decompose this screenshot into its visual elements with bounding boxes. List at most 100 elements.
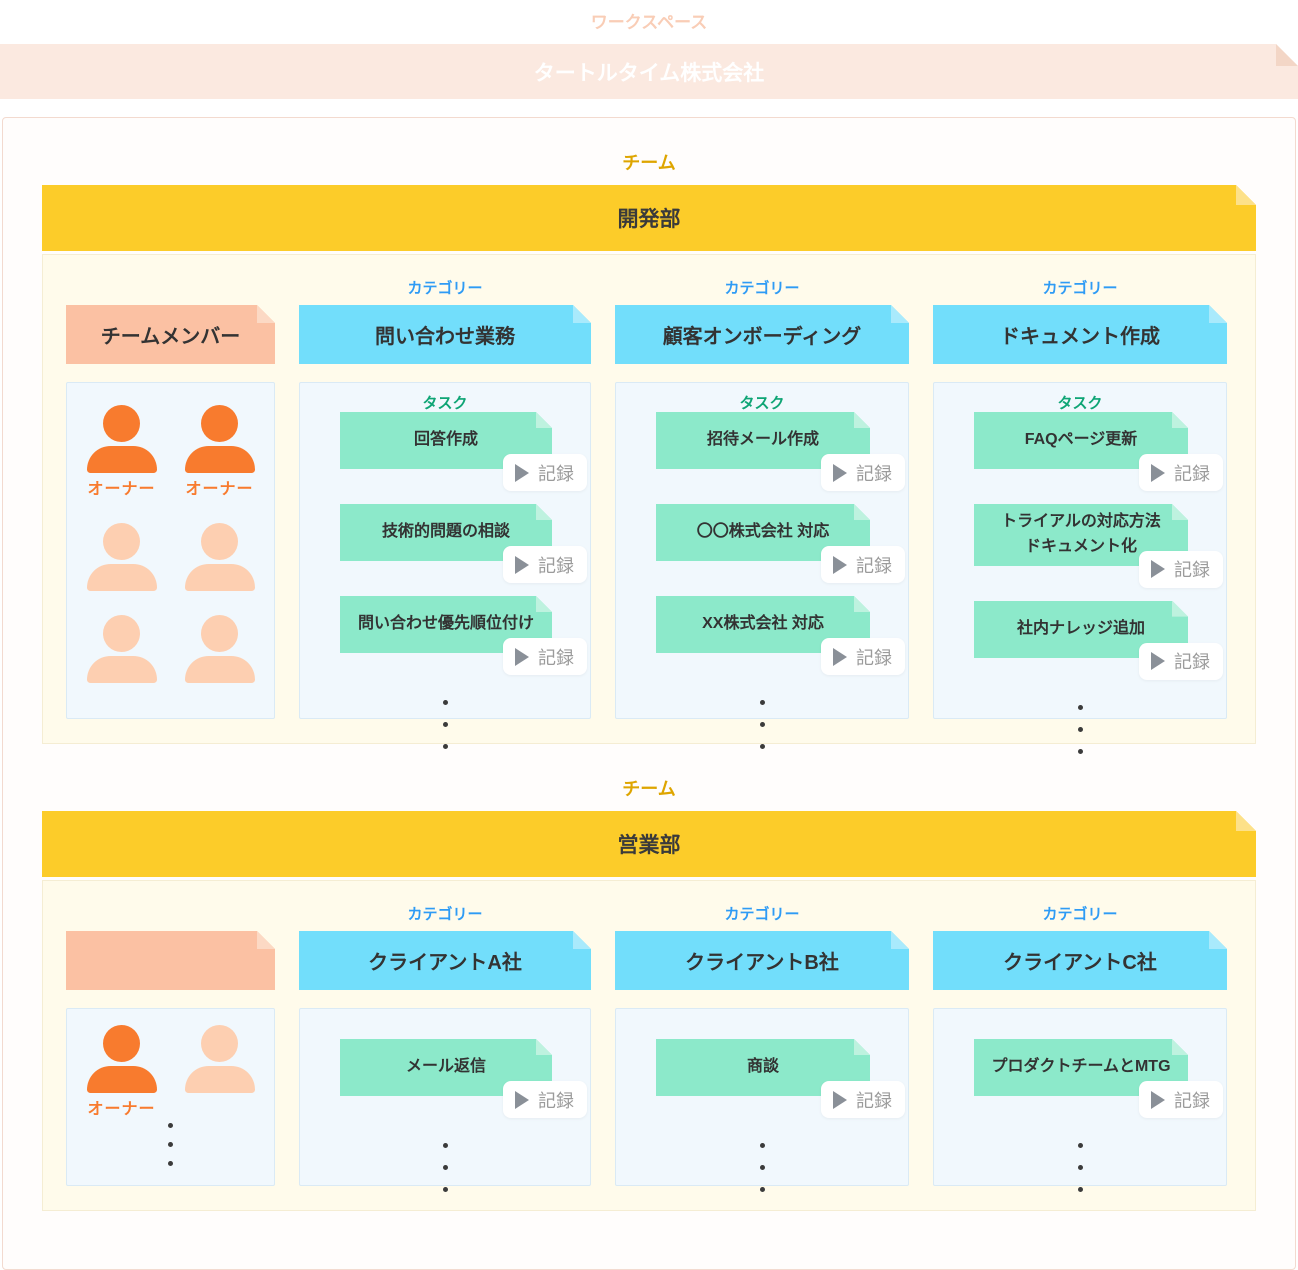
task-name: XX株式会社 対応 bbox=[702, 615, 824, 633]
record-label: 記録 bbox=[1174, 560, 1210, 581]
team-header-bar: 開発部 bbox=[42, 185, 1256, 251]
person-body-icon bbox=[86, 656, 157, 683]
task-name: 問い合わせ優先順位付け bbox=[357, 615, 534, 633]
category-name: 顧客オンボーディング bbox=[662, 326, 862, 348]
ellipsis-dots bbox=[67, 1119, 274, 1166]
task-item: プロダクトチームとMTG 記録 bbox=[934, 1039, 1226, 1118]
category-type-label: カテゴリー bbox=[1042, 906, 1118, 923]
record-button[interactable]: 記録 bbox=[503, 546, 587, 583]
owner-person-icon: オーナー bbox=[184, 405, 255, 499]
category-name: ドキュメント作成 bbox=[1000, 326, 1160, 348]
team-content-panel: オーナー カテゴリー bbox=[42, 880, 1256, 1211]
record-button[interactable]: 記録 bbox=[821, 546, 905, 583]
task-name: プロダクトチームとMTG bbox=[991, 1058, 1171, 1076]
record-button[interactable]: 記録 bbox=[503, 454, 587, 491]
person-body-icon bbox=[184, 656, 255, 683]
task-name: 招待メール作成 bbox=[706, 431, 819, 449]
task-item: 商談 記録 bbox=[616, 1039, 908, 1118]
record-button[interactable]: 記録 bbox=[1139, 550, 1223, 588]
ellipsis-dots bbox=[616, 1131, 908, 1192]
team-section-sales: チーム 営業部 オーナー bbox=[3, 744, 1295, 1211]
task-item: 招待メール作成 記録 bbox=[616, 412, 908, 491]
record-label: 記録 bbox=[538, 647, 574, 668]
team-header-bar: 営業部 bbox=[42, 811, 1256, 877]
task-item: 回答作成 記録 bbox=[300, 412, 590, 491]
members-header-card: チームメンバー bbox=[66, 305, 275, 364]
tasks-panel: タスク 回答作成 記録 技術的問題の相談 bbox=[299, 382, 591, 749]
task-card: XX株式会社 対応 bbox=[656, 596, 870, 653]
owner-person-icon: オーナー bbox=[86, 405, 157, 499]
category-type-label: カテゴリー bbox=[724, 906, 800, 923]
category-header-card: クライアントC社 bbox=[933, 931, 1227, 990]
team-name: 開発部 bbox=[617, 208, 681, 231]
tasks-panel: 商談 記録 bbox=[615, 1008, 909, 1192]
play-icon bbox=[515, 647, 529, 666]
task-card: FAQページ更新 bbox=[974, 412, 1188, 469]
members-type-spacer bbox=[66, 903, 275, 931]
members-panel: オーナー オーナー bbox=[66, 382, 275, 719]
task-type-label: タスク bbox=[739, 395, 785, 412]
record-button[interactable]: 記録 bbox=[821, 454, 905, 491]
owner-label: オーナー bbox=[87, 481, 156, 498]
record-button[interactable]: 記録 bbox=[503, 638, 587, 675]
record-button[interactable]: 記録 bbox=[1139, 1081, 1223, 1118]
category-column: カテゴリー 顧客オンボーディング タスク 招待メール作成 記録 bbox=[615, 277, 909, 749]
category-header-card: クライアントB社 bbox=[615, 931, 909, 990]
category-column: カテゴリー 問い合わせ業務 タスク 回答作成 記録 bbox=[299, 277, 591, 749]
team-name: 営業部 bbox=[617, 834, 681, 857]
person-head-icon bbox=[201, 615, 238, 652]
record-label: 記録 bbox=[538, 555, 574, 576]
task-item: 社内ナレッジ追加 記録 bbox=[934, 600, 1226, 680]
record-label: 記録 bbox=[1174, 463, 1210, 484]
members-column: チームメンバー オーナー オーナー bbox=[66, 277, 275, 719]
workspace-container: チーム 開発部 チームメンバー オ bbox=[2, 117, 1296, 1270]
task-item: 技術的問題の相談 記録 bbox=[300, 504, 590, 583]
person-head-icon bbox=[103, 405, 140, 442]
ellipsis-dots bbox=[300, 1131, 590, 1192]
task-name: 技術的問題の相談 bbox=[381, 523, 510, 541]
category-name: クライアントB社 bbox=[685, 952, 839, 974]
tasks-panel: プロダクトチームとMTG 記録 bbox=[933, 1008, 1227, 1192]
person-head-icon bbox=[201, 405, 238, 442]
team-section-dev: チーム 開発部 チームメンバー オ bbox=[3, 118, 1295, 754]
members-header-card bbox=[66, 931, 275, 990]
team-type-label: チーム bbox=[622, 779, 676, 799]
record-button[interactable]: 記録 bbox=[1139, 642, 1223, 680]
record-label: 記録 bbox=[856, 463, 892, 484]
task-name: メール返信 bbox=[405, 1058, 486, 1076]
record-label: 記録 bbox=[856, 647, 892, 668]
team-content-panel: チームメンバー オーナー オーナー bbox=[42, 254, 1256, 754]
task-name: 回答作成 bbox=[413, 431, 478, 449]
record-button[interactable]: 記録 bbox=[1139, 454, 1223, 491]
record-button[interactable]: 記録 bbox=[821, 638, 905, 675]
member-person-icon bbox=[86, 523, 157, 591]
record-button[interactable]: 記録 bbox=[503, 1081, 587, 1118]
play-icon bbox=[1151, 463, 1165, 482]
category-header-card: 問い合わせ業務 bbox=[299, 305, 591, 364]
category-header-card: クライアントA社 bbox=[299, 931, 591, 990]
person-body-icon bbox=[86, 446, 157, 473]
category-column: カテゴリー クライアントC社 プロダクトチームとMTG 記録 bbox=[933, 903, 1227, 1192]
member-person-icon bbox=[184, 1025, 255, 1119]
category-column: カテゴリー クライアントA社 メール返信 記録 bbox=[299, 903, 591, 1192]
category-column: カテゴリー クライアントB社 商談 記録 bbox=[615, 903, 909, 1192]
person-head-icon bbox=[201, 523, 238, 560]
member-person-icon bbox=[184, 615, 255, 683]
category-name: クライアントC社 bbox=[1003, 952, 1157, 974]
task-item: FAQページ更新 記録 bbox=[934, 412, 1226, 491]
category-column: カテゴリー ドキュメント作成 タスク FAQページ更新 記録 bbox=[933, 277, 1227, 754]
task-card: プロダクトチームとMTG bbox=[974, 1039, 1188, 1096]
members-panel: オーナー bbox=[66, 1008, 275, 1186]
task-name: トライアルの対応方法 ドキュメント化 bbox=[1001, 513, 1161, 555]
task-type-label: タスク bbox=[1057, 395, 1103, 412]
category-header-card: 顧客オンボーディング bbox=[615, 305, 909, 364]
members-type-spacer bbox=[66, 277, 275, 305]
tasks-panel: タスク FAQページ更新 記録 トライアル bbox=[933, 382, 1227, 754]
record-label: 記録 bbox=[856, 555, 892, 576]
play-icon bbox=[833, 555, 847, 574]
workspace-title: タートルタイム株式会社 bbox=[533, 61, 765, 85]
play-icon bbox=[833, 647, 847, 666]
owner-label: オーナー bbox=[185, 481, 254, 498]
category-type-label: カテゴリー bbox=[724, 280, 800, 297]
record-button[interactable]: 記録 bbox=[821, 1081, 905, 1118]
